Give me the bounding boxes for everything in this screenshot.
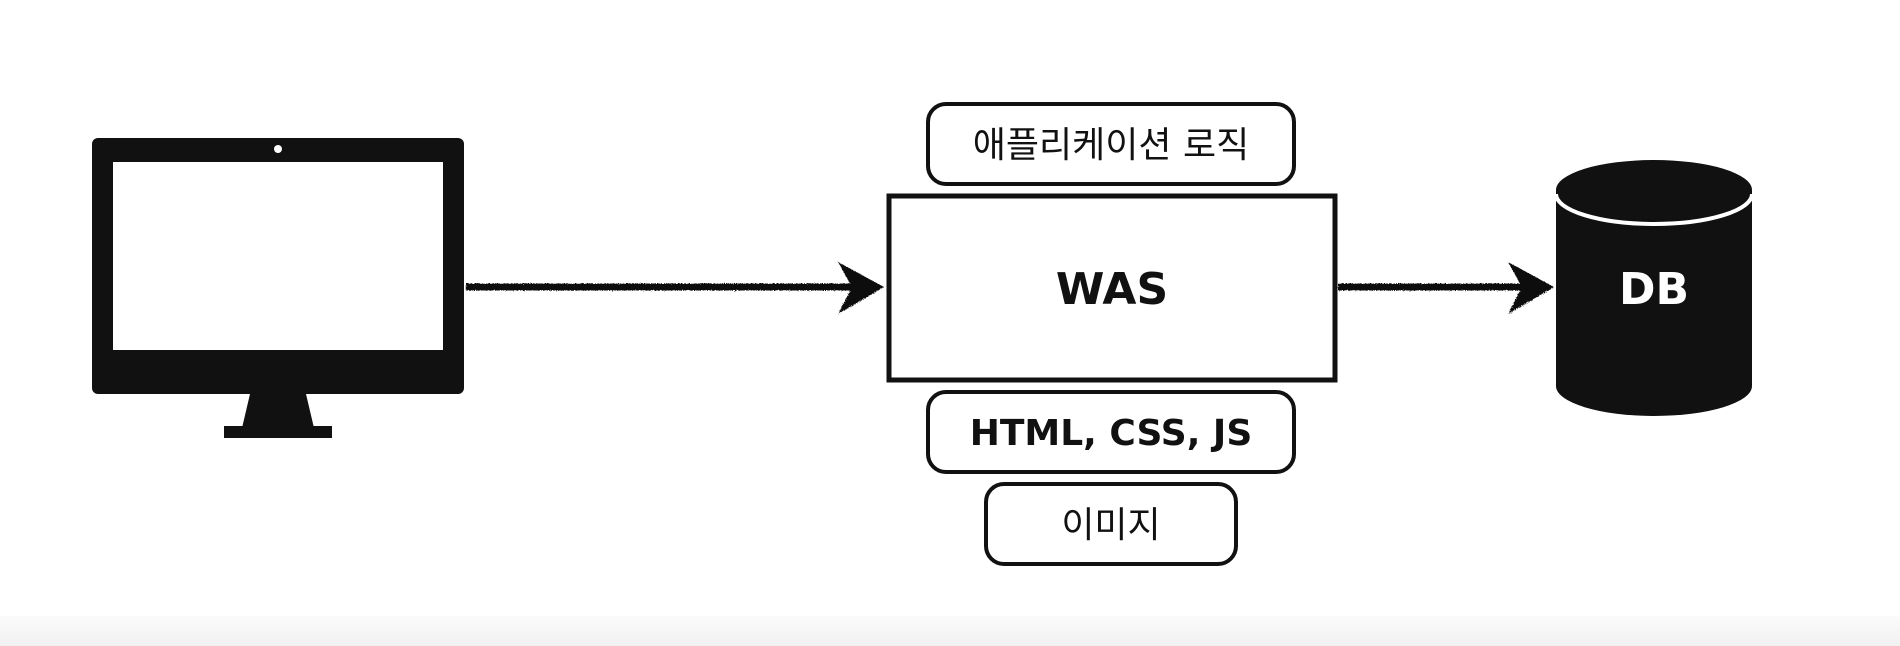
- app-logic-label: 애플리케이션 로직: [973, 125, 1249, 166]
- app-logic-box: 애플리케이션 로직: [926, 102, 1296, 186]
- database-cylinder-icon: DB: [1554, 160, 1754, 416]
- was-label: WAS: [1056, 264, 1168, 315]
- image-label: 이미지: [1061, 505, 1160, 546]
- static-files-box: HTML, CSS, JS: [926, 390, 1296, 474]
- monitor-icon: [92, 138, 464, 438]
- was-box: WAS: [886, 193, 1338, 383]
- monitor-base: [224, 426, 332, 438]
- arrow-right-icon: [466, 262, 884, 314]
- static-files-label: HTML, CSS, JS: [970, 413, 1253, 454]
- monitor-screen: [113, 162, 443, 350]
- image-box: 이미지: [984, 482, 1238, 566]
- monitor-stand: [242, 394, 314, 428]
- arrow-right-icon: [1338, 262, 1554, 314]
- db-label: DB: [1619, 264, 1689, 315]
- monitor-camera-dot: [274, 145, 282, 153]
- bottom-band: [0, 616, 1900, 646]
